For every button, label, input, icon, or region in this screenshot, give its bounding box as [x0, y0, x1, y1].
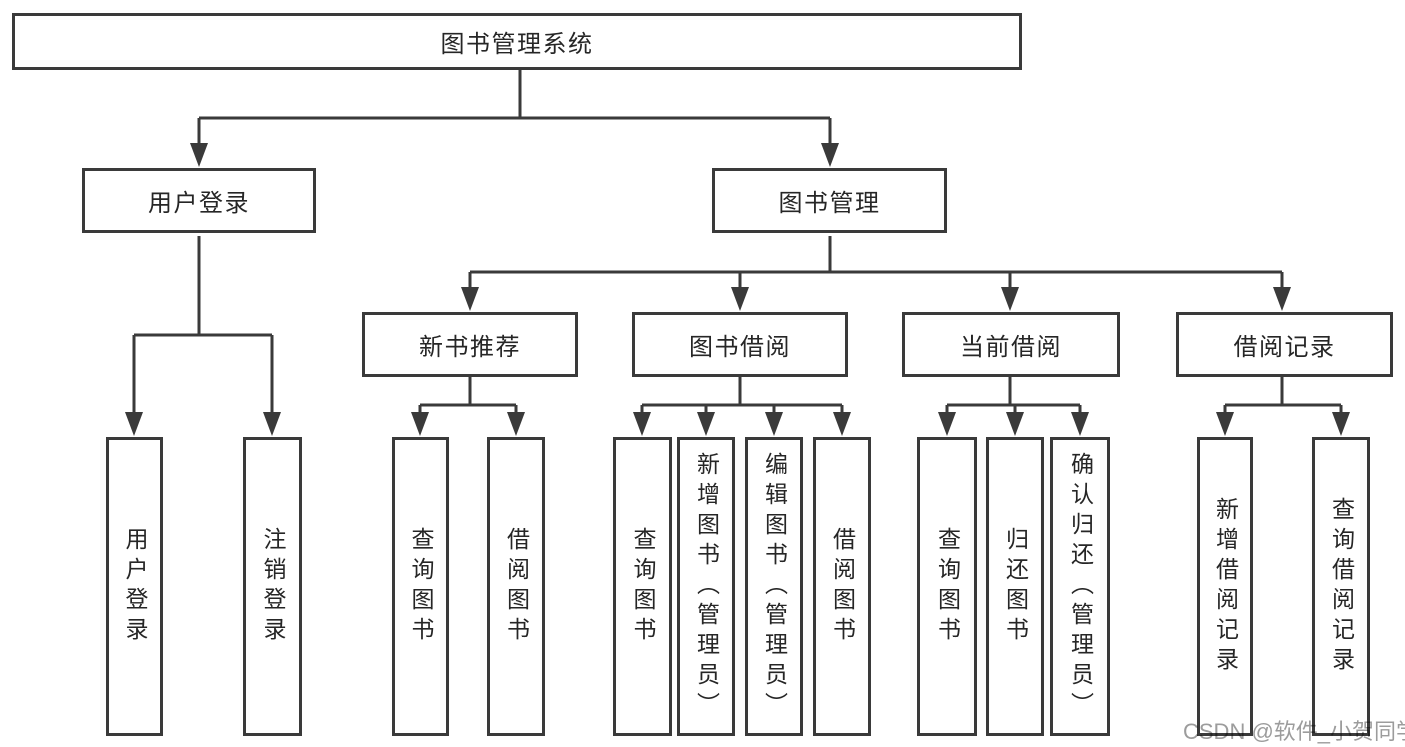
node-label: 归还图书	[1002, 526, 1029, 647]
leaf-logout: 注销登录	[243, 437, 302, 736]
node-label: 查询图书	[408, 526, 434, 647]
node-label: 新增借阅记录	[1212, 496, 1239, 677]
node-label: 编辑图书（管理员）	[761, 451, 788, 722]
node-label: 用户登录	[148, 190, 250, 217]
leaf-query-books-recommend: 查询图书	[392, 437, 449, 736]
node-label: 新书推荐	[419, 334, 521, 361]
node-label: 确认归还（管理员）	[1067, 451, 1094, 722]
node-library-management-system: 图书管理系统	[12, 13, 1022, 70]
node-label: 查询借阅记录	[1328, 496, 1355, 677]
leaf-query-books-borrowing: 查询图书	[613, 437, 672, 736]
node-label: 借阅图书	[829, 526, 856, 647]
leaf-return-books: 归还图书	[986, 437, 1044, 736]
csdn-watermark: CSDN @软件_小贺同学	[1183, 719, 1405, 744]
node-book-borrowing: 图书借阅	[632, 312, 848, 377]
node-label: 注销登录	[260, 526, 286, 647]
leaf-add-borrow-record: 新增借阅记录	[1197, 437, 1253, 736]
node-label: 借阅图书	[503, 526, 530, 647]
node-new-book-recommendation: 新书推荐	[362, 312, 578, 377]
leaf-confirm-return-admin: 确认归还（管理员）	[1050, 437, 1110, 736]
node-label: 当前借阅	[960, 334, 1062, 361]
leaf-add-books-admin: 新增图书（管理员）	[677, 437, 735, 736]
node-label: 图书管理	[778, 190, 881, 217]
leaf-borrow-books-recommend: 借阅图书	[487, 437, 545, 736]
node-label: 借阅记录	[1233, 334, 1336, 361]
leaf-query-books-current: 查询图书	[917, 437, 977, 736]
leaf-borrow-books: 借阅图书	[813, 437, 871, 736]
node-label: 查询图书	[630, 526, 656, 647]
node-label: 查询图书	[934, 526, 961, 647]
leaf-edit-books-admin: 编辑图书（管理员）	[745, 437, 803, 736]
node-label: 图书管理系统	[440, 31, 594, 58]
leaf-query-borrow-record: 查询借阅记录	[1312, 437, 1370, 736]
node-label: 新增图书（管理员）	[693, 451, 720, 722]
node-label: 图书借阅	[689, 334, 791, 361]
node-borrowing-records: 借阅记录	[1176, 312, 1393, 377]
node-label: 用户登录	[122, 526, 148, 647]
node-current-borrowing: 当前借阅	[902, 312, 1120, 377]
leaf-user-login: 用户登录	[106, 437, 163, 736]
node-book-management-branch: 图书管理	[712, 168, 947, 233]
node-user-login-branch: 用户登录	[82, 168, 316, 233]
